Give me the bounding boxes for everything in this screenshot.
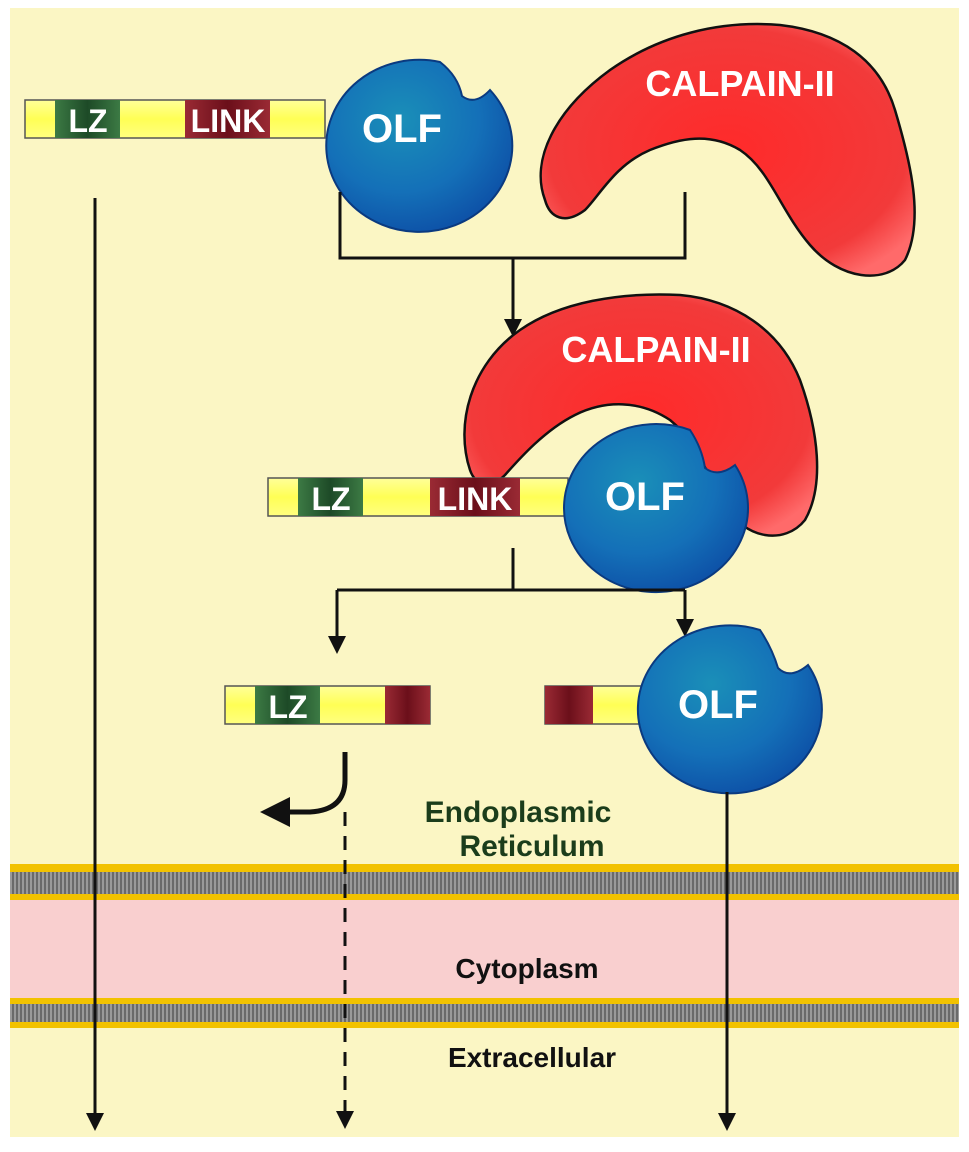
er-label-line1: Endoplasmic	[425, 796, 612, 829]
olf-domain-fragment: OLF	[636, 624, 823, 795]
link-label: LINK	[438, 481, 513, 517]
extracellular-label: Extracellular	[448, 1042, 616, 1073]
olf-domain-top: OLF	[325, 58, 514, 233]
calpain-ii-top: CALPAIN-II	[539, 22, 916, 277]
calpain-blob-icon	[539, 22, 916, 277]
link-label: LINK	[191, 103, 266, 139]
cytoplasm-band	[10, 898, 959, 1000]
er-label-line2: Reticulum	[459, 830, 604, 863]
n-terminal-fate-arrows	[260, 752, 354, 1129]
olf-label: OLF	[678, 683, 758, 727]
olf-label: OLF	[605, 475, 685, 519]
olf-domain-bound: OLF	[563, 423, 749, 594]
cytoplasm-label: Cytoplasm	[455, 953, 598, 984]
binding-bracket	[338, 192, 687, 337]
lz-label: LZ	[311, 481, 350, 517]
myocilin-bound: LZ LINK	[267, 477, 569, 517]
er-membrane-upper	[10, 864, 959, 900]
lz-label: LZ	[68, 103, 107, 139]
full-length-myocilin-top: LZ LINK	[24, 99, 326, 139]
cleavage-split-arrows	[328, 548, 694, 654]
n-terminal-fragment: LZ	[224, 685, 431, 725]
c-terminal-fragment	[544, 685, 646, 725]
lz-label: LZ	[268, 689, 307, 725]
calpain-label: CALPAIN-II	[645, 63, 834, 104]
olf-label: OLF	[362, 107, 442, 151]
plasma-membrane-lower	[10, 998, 959, 1028]
olf-sphere-icon	[325, 58, 514, 233]
olf-sphere-icon	[636, 624, 823, 795]
calpain-label: CALPAIN-II	[561, 329, 750, 370]
extracellular-background	[10, 1026, 959, 1137]
